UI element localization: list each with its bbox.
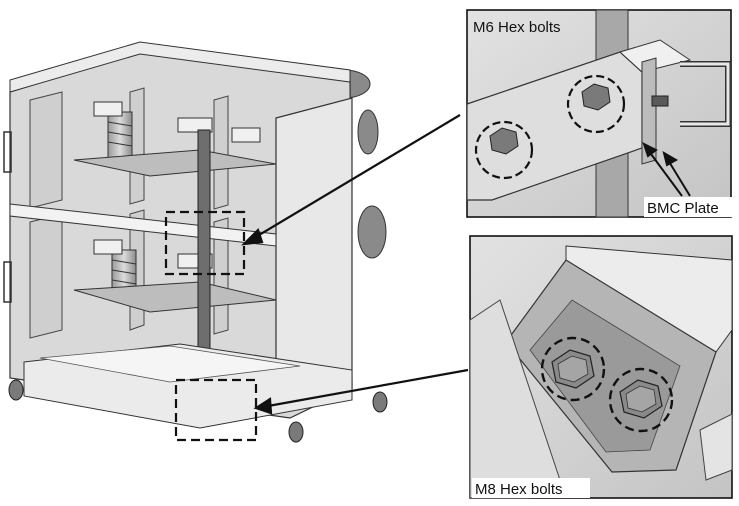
leader-lines <box>241 114 469 415</box>
bottom-inset-label: M8 Hex bolts <box>475 481 563 498</box>
top-inset-label: M6 Hex bolts <box>473 19 561 36</box>
base-tray <box>39 345 301 383</box>
m6-hex-bolt-1 <box>474 120 534 180</box>
interior-dividers <box>29 87 229 339</box>
side-handles <box>3 131 12 303</box>
wheels <box>8 379 388 443</box>
m8-hex-bolt-2 <box>608 367 674 433</box>
top-inset: M6 Hex bolts BMC Plate <box>466 9 736 218</box>
bottom-inset: M8 Hex bolts <box>469 235 733 499</box>
m8-hex-bolt-1 <box>540 336 606 402</box>
lower-shelf <box>73 281 277 313</box>
upper-shelf <box>73 149 277 177</box>
m6-hex-bolt-2 <box>566 74 626 134</box>
frame-top <box>9 41 351 93</box>
upper-pole-springs <box>93 101 261 159</box>
switchgear-assembly <box>3 41 388 443</box>
bmc-plate-arrows <box>642 142 691 197</box>
bmc-plate-label: BMC Plate <box>647 200 719 217</box>
